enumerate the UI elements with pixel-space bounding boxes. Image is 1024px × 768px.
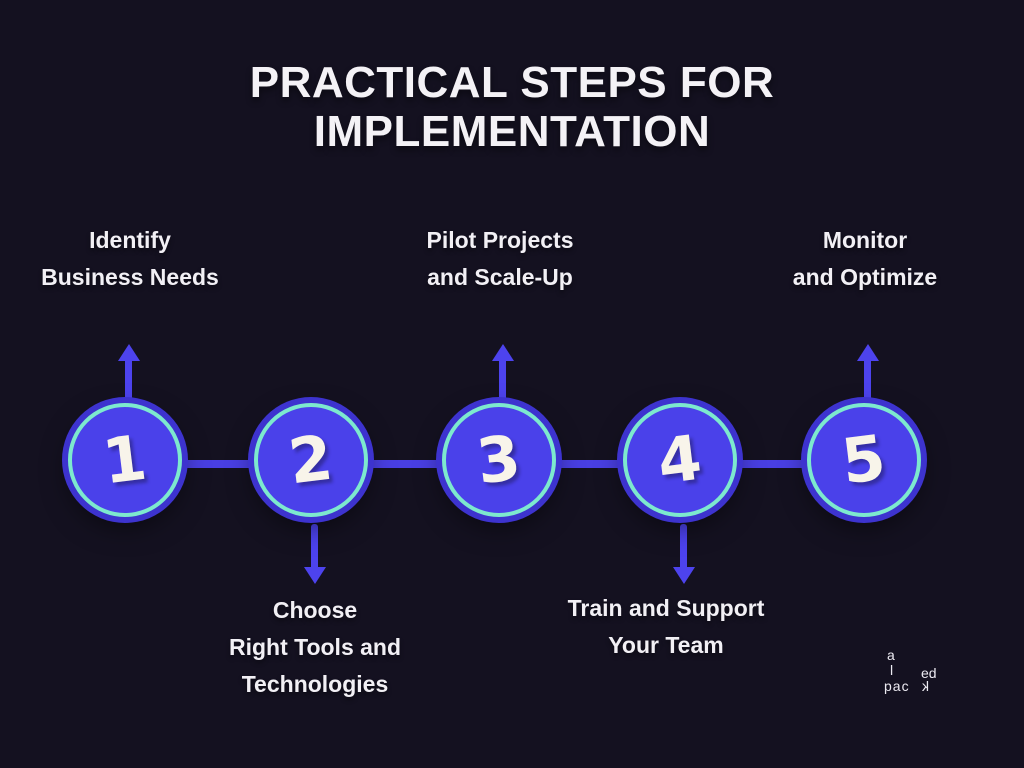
- step-number-5: 5: [838, 420, 890, 499]
- arrow-up-line-step5: [864, 358, 871, 404]
- step-label-2: Choose Right Tools and Technologies: [185, 592, 445, 703]
- step-number-3: 3: [473, 420, 525, 499]
- step-label-5: Monitor and Optimize: [735, 222, 995, 296]
- step-circle-3: 3: [442, 403, 556, 517]
- step-number-4: 4: [654, 420, 706, 499]
- step-circle-2: 2: [254, 403, 368, 517]
- step-number-1: 1: [99, 420, 151, 499]
- watermark-fragment-pac: pac: [884, 678, 910, 694]
- arrow-down-icon-step2: [304, 567, 326, 584]
- step-label-5-line2: and Optimize: [792, 264, 938, 290]
- arrow-up-line-step3: [499, 358, 506, 404]
- page-title-line1: PRACTICAL STEPS FOR: [249, 58, 775, 107]
- watermark-fragment-ed: ed: [921, 665, 937, 681]
- step-label-4-line2: Your Team: [608, 632, 724, 658]
- step-label-3: Pilot Projects and Scale-Up: [370, 222, 630, 296]
- step-label-2-line1: Choose: [272, 597, 358, 623]
- step-label-3-line1: Pilot Projects: [426, 227, 574, 253]
- step-label-1-line2: Business Needs: [41, 264, 219, 290]
- step-label-4: Train and Support Your Team: [536, 590, 796, 664]
- step-label-1: Identify Business Needs: [0, 222, 260, 296]
- step-label-5-line1: Monitor: [822, 227, 908, 253]
- step-circle-4: 4: [623, 403, 737, 517]
- step-label-2-line3: Technologies: [241, 671, 389, 697]
- step-label-2-line2: Right Tools and: [228, 634, 402, 660]
- watermark-fragment-l: l: [890, 662, 894, 678]
- watermark-fragment-k: k: [922, 678, 929, 694]
- arrow-down-icon-step4: [673, 567, 695, 584]
- arrow-up-icon-step1: [118, 344, 140, 361]
- watermark-fragment-a: a: [887, 647, 895, 663]
- step-label-3-line2: and Scale-Up: [427, 264, 573, 290]
- arrow-up-icon-step3: [492, 344, 514, 361]
- watermark-logo: a l ed pac k: [880, 646, 960, 710]
- step-label-1-line1: Identify: [89, 227, 171, 253]
- page-title-line2: IMPLEMENTATION: [313, 107, 711, 156]
- step-label-4-line1: Train and Support: [567, 595, 765, 621]
- arrow-down-line-step2: [311, 524, 318, 570]
- page-title: PRACTICAL STEPS FOR IMPLEMENTATION: [0, 58, 1024, 156]
- step-circle-5: 5: [807, 403, 921, 517]
- arrow-down-line-step4: [680, 524, 687, 570]
- arrow-up-icon-step5: [857, 344, 879, 361]
- step-circle-1: 1: [68, 403, 182, 517]
- arrow-up-line-step1: [125, 358, 132, 404]
- step-number-2: 2: [285, 420, 337, 499]
